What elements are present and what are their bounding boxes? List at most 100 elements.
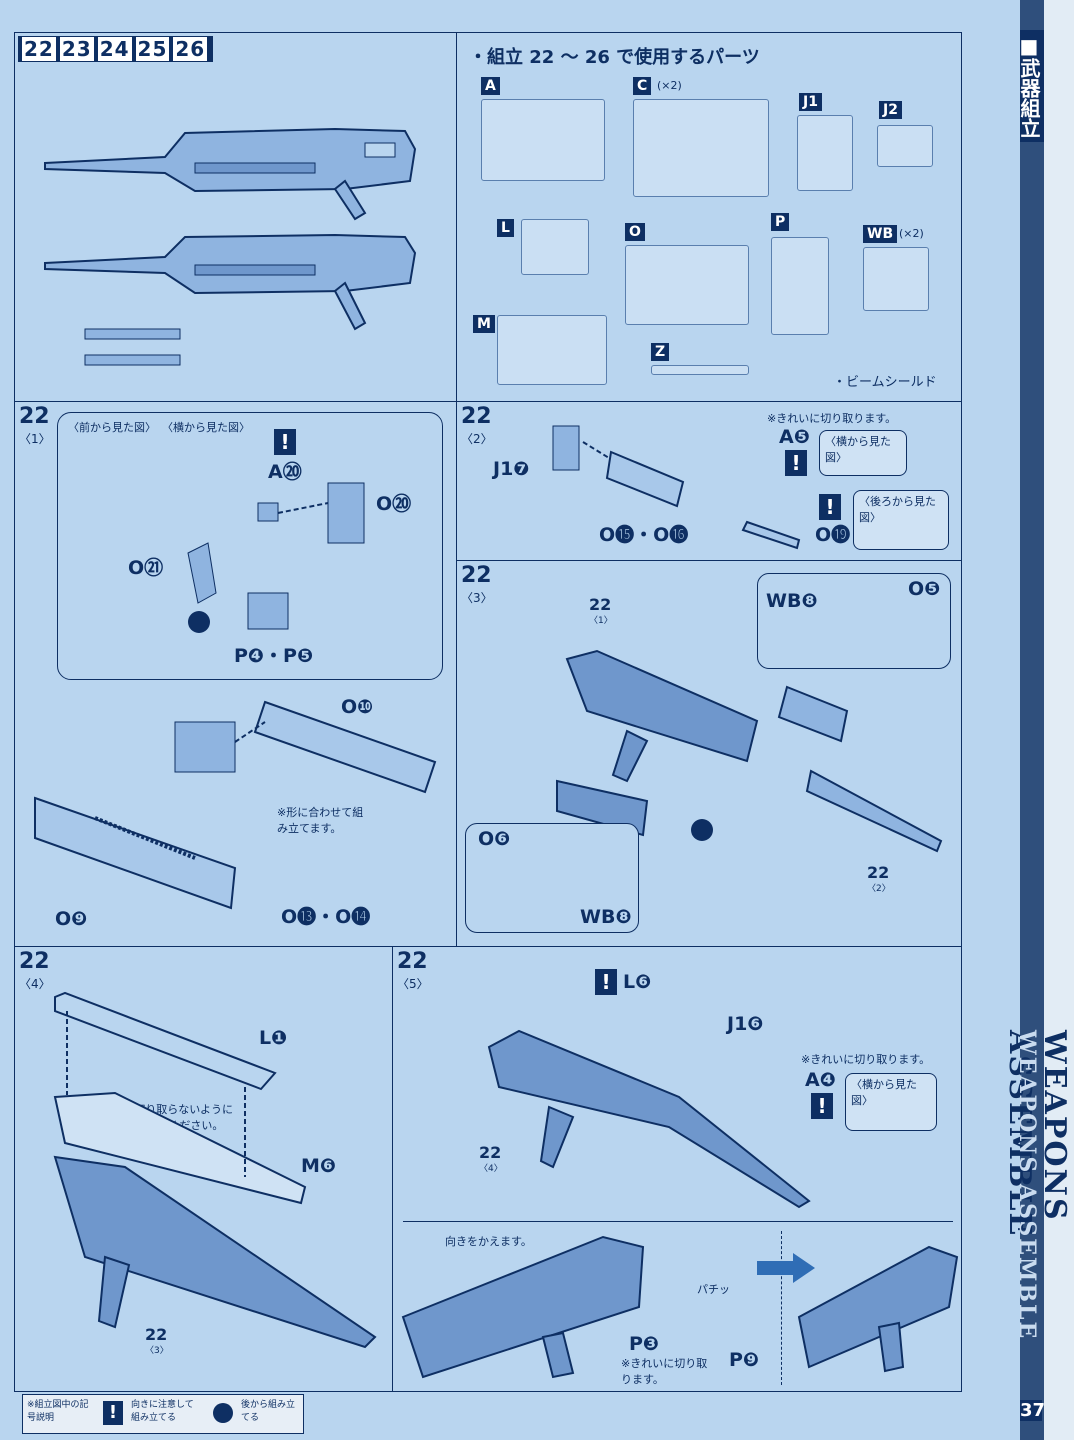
barrel-assembly-illustration: [552, 425, 801, 550]
ref-step-sub: 〈3〉: [145, 1346, 169, 1356]
turn-note: 向きをかえます。: [445, 1235, 532, 1248]
part-l1-label: L❶: [259, 1027, 288, 1049]
ref-step-1: 22: [589, 595, 612, 614]
runner-label-o: O: [625, 223, 645, 241]
runner-label-wb: WB: [863, 225, 898, 243]
runner-z: [651, 365, 749, 375]
part-j1-6-label: J1❻: [727, 1013, 764, 1035]
front-view-label: 〈前から見た図〉: [68, 421, 156, 434]
runner-j2: [877, 125, 933, 167]
clean-cut-note: ※きれいに切り取ります。: [767, 412, 897, 425]
part-p3-label: P❸: [629, 1333, 660, 1355]
runner-p: [771, 237, 829, 335]
back-assemble-icon: [188, 611, 210, 633]
legend-title: ※組立図中の記号説明: [27, 1400, 89, 1423]
clean-cut-note: ※きれいに切り取ります。: [801, 1053, 931, 1066]
step-sub: 〈1〉: [19, 432, 51, 446]
part-o15-o16-label: O⓯・O⓰: [599, 524, 689, 546]
grip-parts-illustration: [187, 482, 365, 630]
rear-view-box: 〈後ろから見た図〉: [853, 490, 949, 550]
step-sub: 〈5〉: [397, 977, 429, 991]
step-22-4-panel: 22 〈4〉 L❶ ※切り取らないように注意してください。 M❻ 22 〈3〉: [14, 946, 393, 1392]
warning-icon: !: [595, 969, 617, 995]
rifle-assembled-illustration: [487, 1029, 811, 1209]
part-o5-label: O❺: [908, 578, 941, 600]
warning-icon: !: [274, 429, 296, 455]
ref-step-2-sub: 〈2〉: [867, 884, 891, 894]
runner-label-z: Z: [651, 343, 670, 361]
rifle-illustration-bottom: [44, 233, 417, 331]
part-a20-label: A⑳: [268, 461, 302, 483]
runner-a: [481, 99, 605, 181]
warning-icon-2: !: [811, 1093, 833, 1119]
divider-vertical: [781, 1231, 782, 1385]
warning-icon: !: [103, 1401, 123, 1425]
step-sub: 〈3〉: [461, 591, 493, 605]
part-o13-o14-label: O⓭・O⓮: [281, 906, 371, 928]
part-o9-label: O❾: [55, 908, 88, 930]
ref-step: 22: [479, 1143, 502, 1162]
shape-note: ※形に合わせて組み立てます。: [277, 806, 364, 835]
part-o10-label: O❿: [341, 696, 374, 718]
runner-j1: [797, 115, 853, 191]
runner-count-c: (×2): [657, 79, 682, 92]
runner-count-wb: (×2): [899, 227, 924, 240]
back-assemble-icon: [691, 819, 713, 841]
step-sub: 〈2〉: [461, 432, 493, 446]
part-p4-p5-label: P❹・P❺: [234, 645, 314, 667]
side-view-label: 〈横から見た図〉: [162, 421, 250, 434]
side-view-box: 〈横から見た図〉: [819, 430, 907, 476]
section-title-en: WEAPONS ASSEMBLE: [1002, 1030, 1072, 1238]
runner-o: [625, 245, 749, 325]
barrel-parts-illustration: [84, 328, 181, 366]
parts-list-panel: ・組立 22 ～ 26 で使用するパーツ A C (×2) J1 J2 L O …: [456, 32, 962, 402]
part-wb8-label-2: WB❽: [580, 906, 632, 928]
ref-step-sub: 〈4〉: [479, 1164, 503, 1174]
click-sound: パチッ: [697, 1283, 730, 1296]
ref-step: 22: [145, 1325, 168, 1344]
runner-label-c: C: [633, 77, 652, 95]
part-p9-label: P❾: [729, 1349, 760, 1371]
detail-box-wb8: WB❽ O❺: [757, 573, 951, 669]
detail-box-o6: O❻ WB❽: [465, 823, 639, 933]
part-o19-label: O⓳: [815, 524, 851, 546]
runner-wb: [863, 247, 929, 311]
runner-label-j1: J1: [799, 93, 822, 111]
back-assemble-icon: [213, 1403, 233, 1423]
part-o21-label: O㉑: [128, 557, 164, 579]
step-number: 22: [19, 404, 50, 429]
parts-title: ・組立 22 ～ 26 で使用するパーツ: [469, 47, 760, 68]
divider: [403, 1221, 953, 1222]
detail-views-box: 〈前から見た図〉 〈横から見た図〉 ! A⑳ O⑳ O㉑ P❹・P❺: [57, 412, 443, 680]
part-a5-label: A❺: [779, 426, 810, 448]
stock-illustration: [34, 796, 237, 910]
runner-label-p: P: [771, 213, 790, 231]
legend-back-label: 後から組み立てる: [241, 1400, 296, 1423]
section-title-en-shadow: WEAPONS ASSEMBLE: [1014, 1030, 1040, 1341]
arrow-icon: [757, 1253, 815, 1283]
rifle-illustration-top: [44, 127, 417, 221]
runner-c: [633, 99, 769, 197]
rail-assembly-illustration: [53, 991, 377, 1349]
step-number: 22: [461, 404, 492, 429]
runner-label-m: M: [473, 315, 495, 333]
step-22-1-panel: 22 〈1〉 〈前から見た図〉 〈横から見た図〉 ! A⑳ O⑳ O㉑ P❹・P…: [14, 401, 457, 947]
part-m6-label: M❻: [301, 1155, 336, 1177]
step-22-3-panel: 22 〈3〉 22 〈1〉 WB❽ O❺ 22 〈2〉 O❻ WB❽: [456, 560, 962, 947]
clean-cut-note-2: ※きれいに切り取ります。: [621, 1357, 708, 1386]
section-title-jp: ■武器組立: [1017, 30, 1044, 142]
ref-step-2: 22: [867, 863, 890, 882]
frame-illustration: [174, 700, 437, 794]
runner-l: [521, 219, 589, 275]
step-number: 22: [397, 949, 428, 974]
sidebar-band: [1020, 0, 1044, 1440]
runner-m: [497, 315, 607, 385]
part-o20-label: O⑳: [376, 493, 412, 515]
parts-note: ・ビームシールド: [833, 375, 937, 390]
part-j1-7-label: J1❼: [493, 458, 530, 480]
rifle-rear-illustration: [401, 1235, 645, 1379]
part-a4-label: A❹: [805, 1069, 836, 1091]
legend-warn-label: 向きに注意して組み立てる: [131, 1400, 194, 1423]
